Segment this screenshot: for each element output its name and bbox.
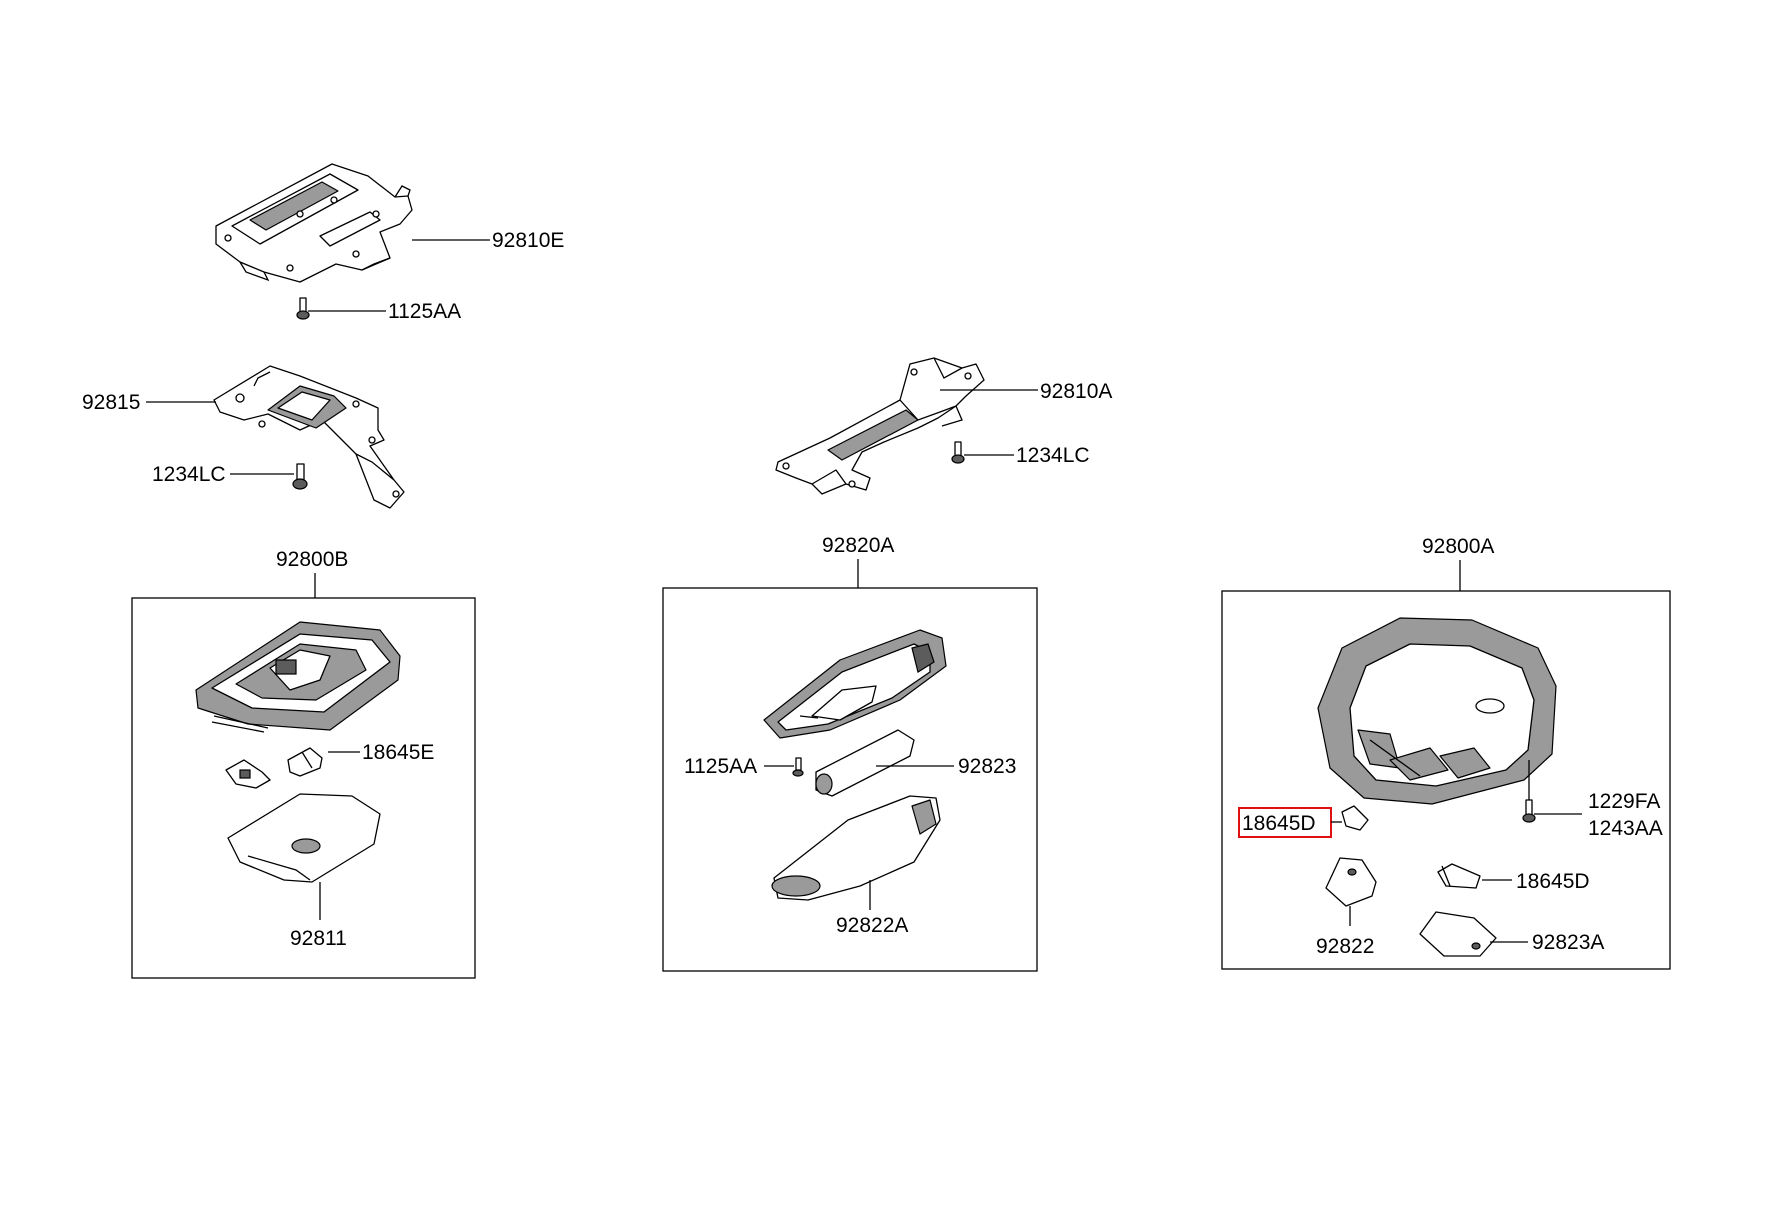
label-92810a[interactable]: 92810A [1040,380,1112,403]
bulb-18645d-highlighted[interactable] [1341,805,1369,831]
label-1125aa-top[interactable]: 1125AA [388,300,461,323]
bulb-92823[interactable] [815,729,915,797]
bracket-92810a[interactable] [775,357,985,495]
group-frame-92800b [131,597,476,979]
screw-1234lc-mid[interactable] [951,441,965,464]
lens-92811[interactable] [227,793,381,883]
label-92815[interactable]: 92815 [82,391,140,414]
label-18645d-highlighted[interactable]: 18645D [1242,812,1316,835]
label-92822[interactable]: 92822 [1316,935,1374,958]
screw-1125aa-top[interactable] [296,297,310,320]
group-frame-92800a [1221,590,1671,970]
label-1229fa[interactable]: 1229FA [1588,790,1660,813]
label-92820a[interactable]: 92820A [822,534,894,557]
lens-92822[interactable] [1325,857,1377,907]
label-1234lc-left[interactable]: 1234LC [152,463,226,486]
label-92822a[interactable]: 92822A [836,914,908,937]
screw-1229fa[interactable] [1522,799,1536,823]
screw-1125aa-mid[interactable] [792,757,804,777]
label-1234lc-mid[interactable]: 1234LC [1016,444,1090,467]
label-92810e[interactable]: 92810E [492,229,564,252]
bracket-92815[interactable] [213,365,405,509]
lamp-assembly-92800b[interactable] [195,621,401,733]
bulb-18645e[interactable] [287,747,323,777]
label-1243aa[interactable]: 1243AA [1588,817,1663,840]
label-92811[interactable]: 92811 [290,927,347,950]
label-92823[interactable]: 92823 [958,755,1016,778]
socket-92800b[interactable] [225,759,271,789]
label-1125aa-mid[interactable]: 1125AA [684,755,757,778]
lens-92822a[interactable] [771,795,941,901]
bracket-92810e[interactable] [215,163,413,283]
label-18645e[interactable]: 18645E [362,741,434,764]
cover-92823a[interactable] [1419,911,1497,957]
label-92823a[interactable]: 92823A [1532,931,1604,954]
lamp-housing-92820a[interactable] [763,629,947,739]
label-92800a[interactable]: 92800A [1422,535,1494,558]
bulb-18645d[interactable] [1437,863,1481,889]
group-frame-92820a [662,587,1038,972]
screw-1234lc-left[interactable] [292,463,308,490]
label-92800b[interactable]: 92800B [276,548,348,571]
label-18645d[interactable]: 18645D [1516,870,1590,893]
console-92800a[interactable] [1317,617,1557,805]
